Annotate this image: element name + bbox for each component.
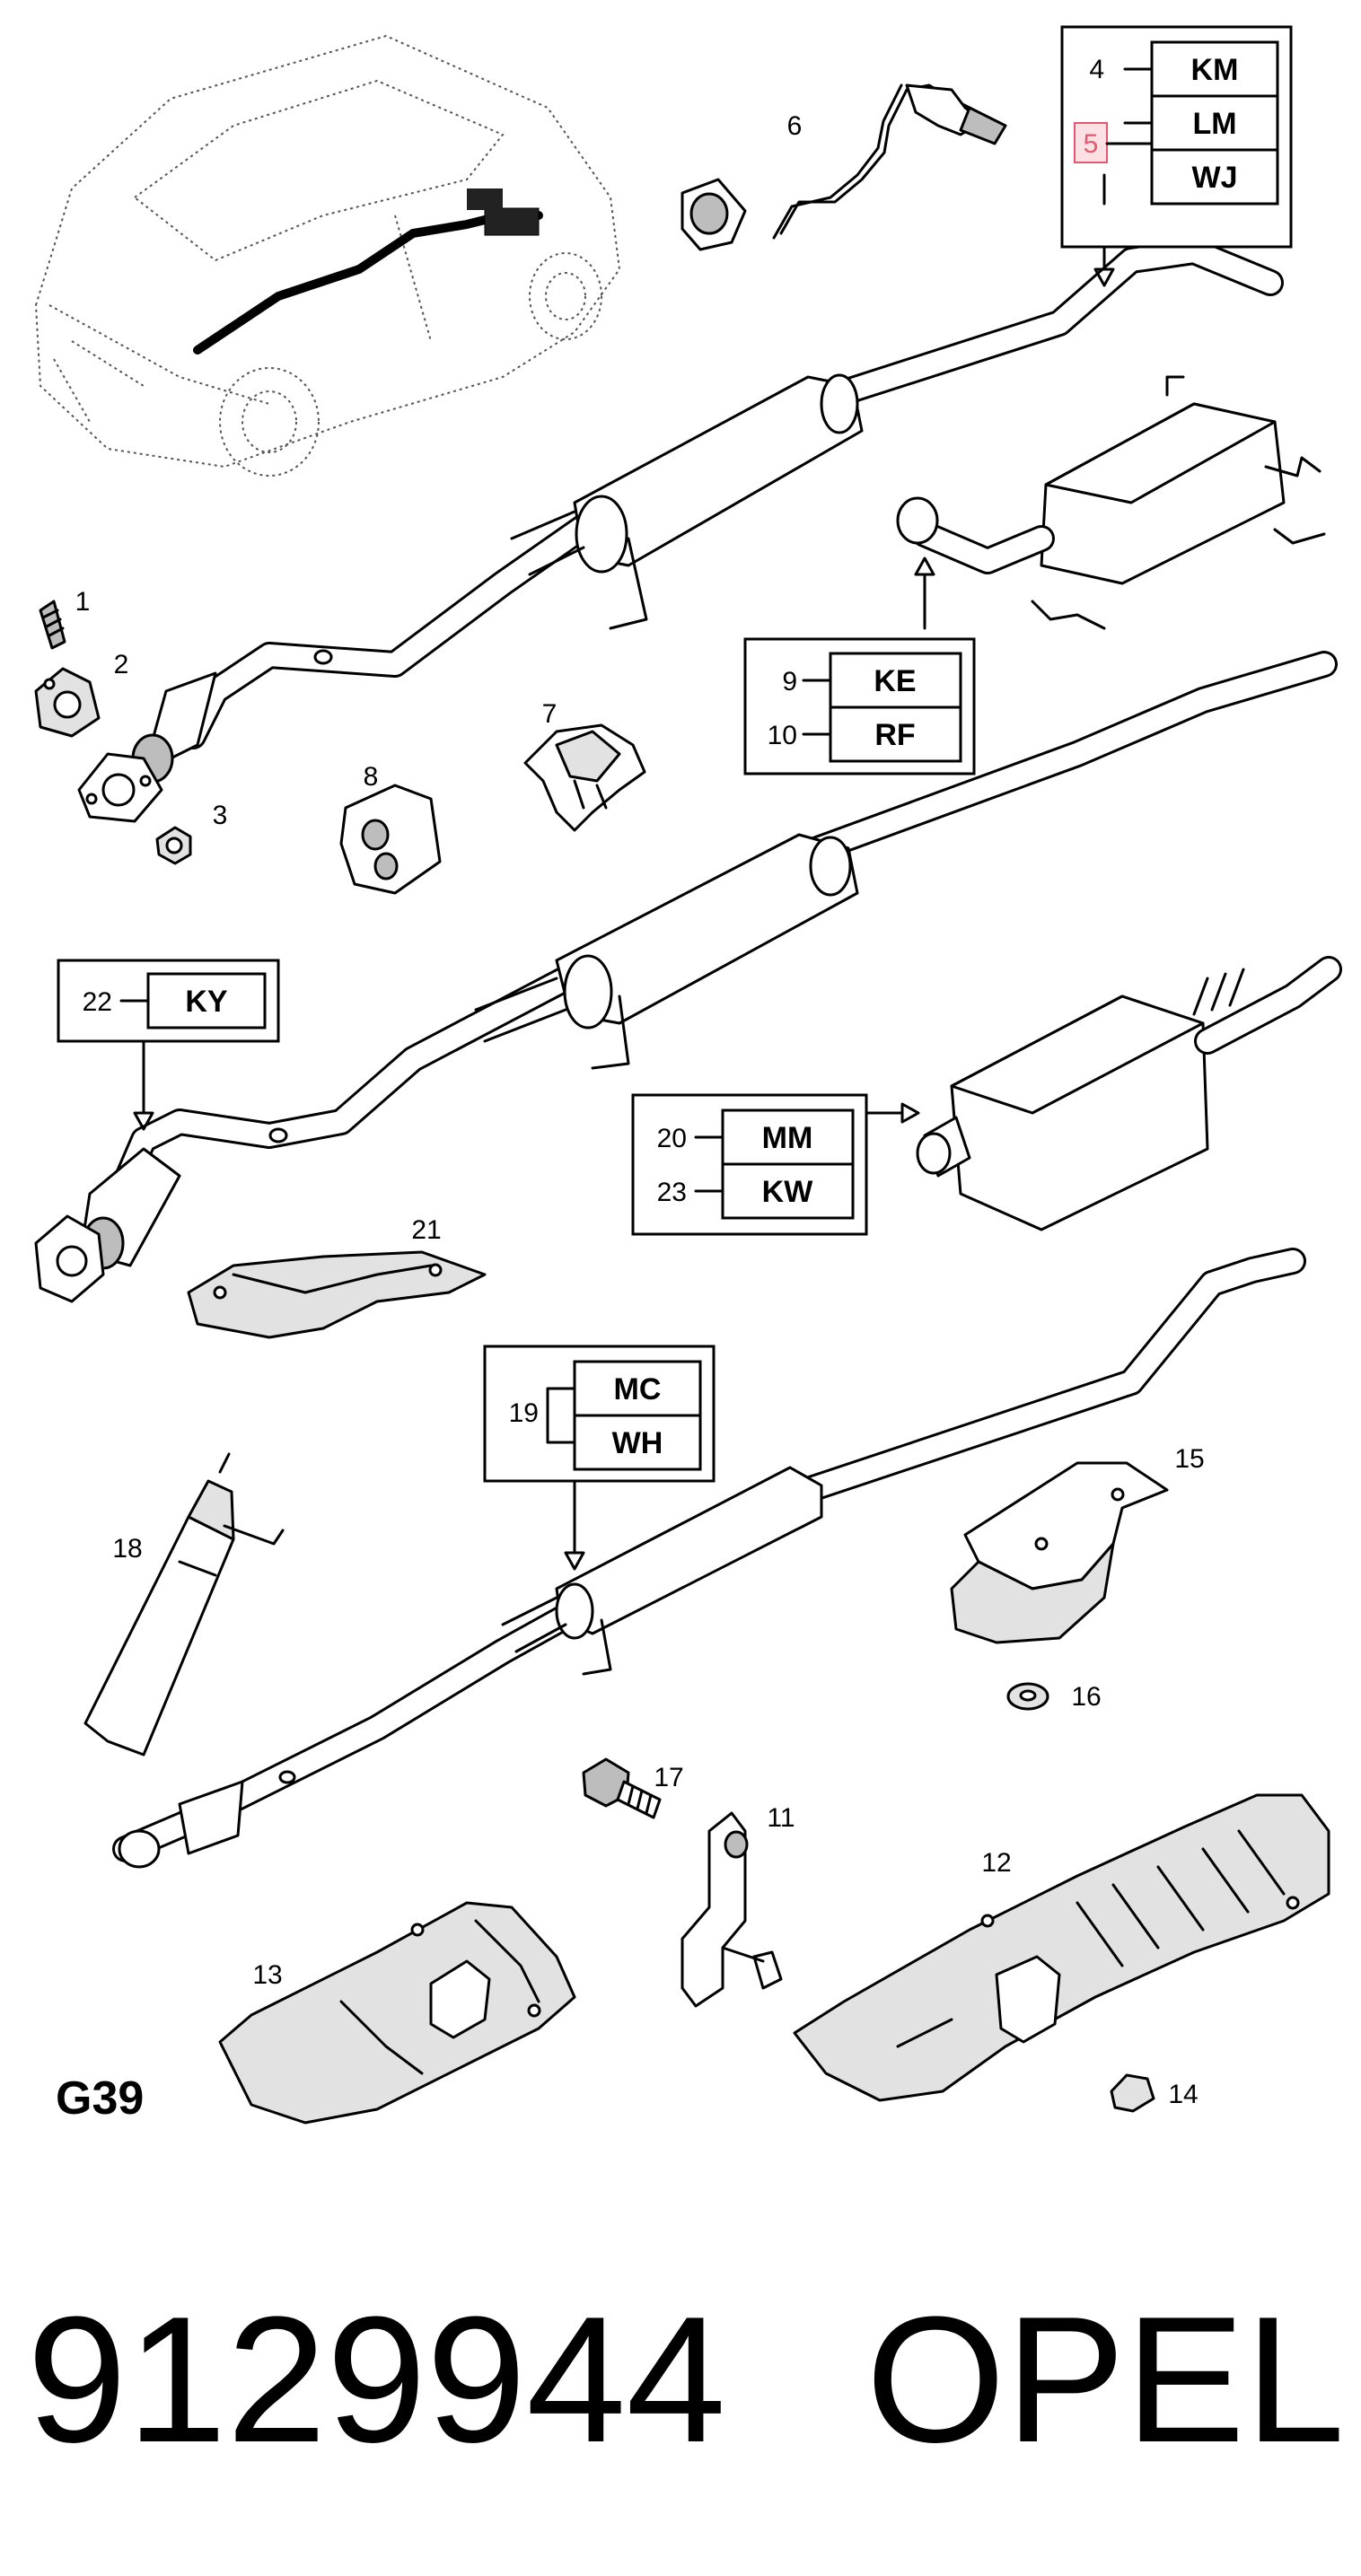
code-box-d: 20 23 MM KW <box>631 1093 868 1236</box>
exhaust-assembly-bottom <box>112 1248 1306 1869</box>
code-box-c-code-1: KY <box>185 985 228 1019</box>
callout-12: 12 <box>981 1848 1011 1878</box>
code-box-e-code-2: WH <box>612 1426 663 1460</box>
callout-14: 14 <box>1168 2080 1198 2109</box>
callout-17: 17 <box>654 1763 683 1792</box>
callout-leaders <box>133 245 1115 1571</box>
part-1-stud <box>39 600 66 650</box>
part-15-heat-shield <box>950 1461 1169 1644</box>
callout-7: 7 <box>542 699 558 729</box>
code-box-a-num-1: 4 <box>1089 55 1104 84</box>
code-box-b-code-1: KE <box>874 664 916 698</box>
callout-2: 2 <box>114 650 129 679</box>
code-box-b-num-2: 10 <box>768 721 797 750</box>
part-12-heat-shield <box>793 1793 1330 2102</box>
page-code-label: G39 <box>56 2072 144 2125</box>
part-11-bracket <box>680 1811 783 2008</box>
code-box-a: 4 5 KM LM WJ <box>1060 25 1293 249</box>
code-box-a-code-2: LM <box>1192 107 1236 141</box>
code-box-d-num-1: 20 <box>657 1124 687 1153</box>
callout-21: 21 <box>411 1215 441 1245</box>
vehicle-outline-illustration <box>34 34 621 477</box>
code-box-d-code-1: MM <box>762 1121 813 1155</box>
part-13-heat-shield <box>218 1901 576 2125</box>
callout-11: 11 <box>767 1803 795 1833</box>
exhaust-assembly-top <box>131 238 1284 784</box>
rear-muffler-top <box>896 375 1326 630</box>
part-16-washer <box>1006 1682 1049 1711</box>
part-17-bolt <box>582 1757 662 1819</box>
rear-muffler-middle <box>916 956 1342 1231</box>
code-box-e-num-1: 19 <box>509 1398 539 1428</box>
callout-13: 13 <box>252 1960 282 1990</box>
callout-8: 8 <box>364 762 379 792</box>
code-box-c: 22 KY <box>57 959 280 1043</box>
callout-3: 3 <box>213 801 228 830</box>
brand-name: OPEL <box>865 2280 1345 2480</box>
callout-16: 16 <box>1071 1682 1101 1712</box>
callout-15: 15 <box>1174 1444 1204 1474</box>
code-box-b: 9 10 KE RF <box>743 637 976 775</box>
exhaust-assembly-middle <box>34 651 1338 1303</box>
flange-gasket-top <box>77 752 163 823</box>
code-box-b-num-1: 9 <box>782 667 797 697</box>
code-box-c-num-1: 22 <box>83 987 112 1017</box>
part-18-sealant-tube <box>83 1452 285 1757</box>
code-box-e-code-1: MC <box>614 1372 662 1406</box>
code-box-a-num-2: 5 <box>1084 129 1099 159</box>
callout-18: 18 <box>112 1534 142 1564</box>
callout-6: 6 <box>787 111 803 141</box>
callout-1: 1 <box>75 587 91 617</box>
part-8-rubber-mount <box>339 784 442 895</box>
code-box-e: 19 MC WH <box>483 1345 716 1483</box>
part-2-gasket <box>34 667 101 738</box>
part-7-hanger-bracket <box>523 723 646 832</box>
part-3-nut <box>155 826 192 865</box>
code-box-d-num-2: 23 <box>657 1178 687 1207</box>
part-14-clip <box>1110 2073 1155 2113</box>
part-21-heat-shield <box>187 1250 487 1339</box>
code-box-d-code-2: KW <box>762 1175 814 1209</box>
part-callout-labels: 1 2 3 6 7 8 11 12 13 14 15 16 17 18 21 <box>75 111 1205 2109</box>
part-6-oxygen-sensor <box>680 83 1007 251</box>
code-box-a-code-3: WJ <box>1192 161 1238 195</box>
code-box-b-code-2: RF <box>874 718 915 752</box>
code-box-a-code-1: KM <box>1191 53 1239 87</box>
part-number: 9129944 <box>27 2280 726 2480</box>
